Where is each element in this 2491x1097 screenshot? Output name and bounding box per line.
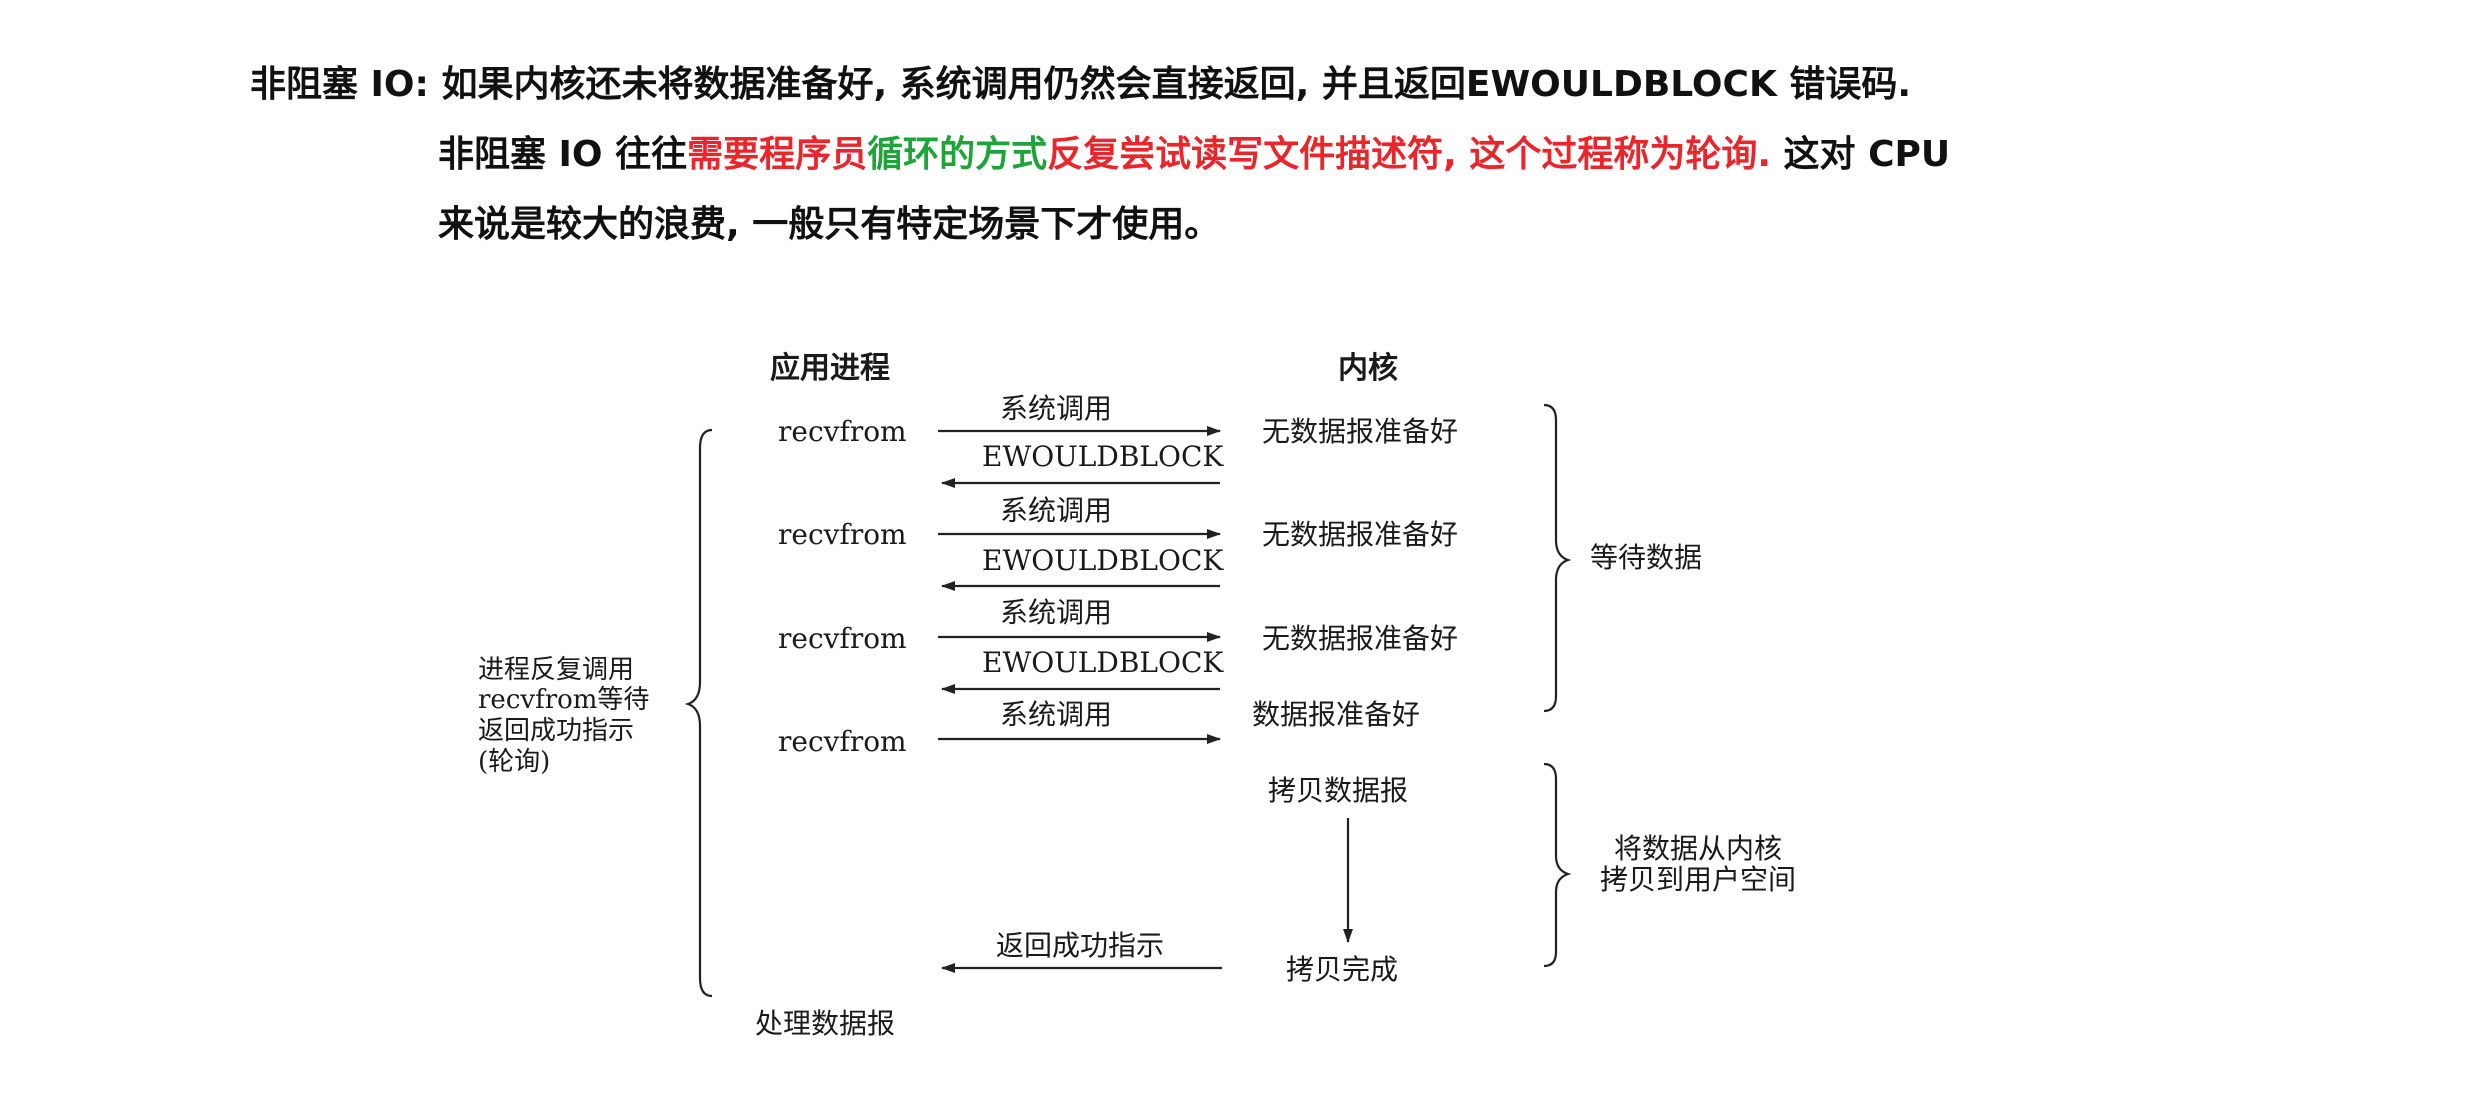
no-data-label-2: 无数据报准备好 <box>1262 518 1458 551</box>
left-brace <box>684 428 713 998</box>
intro-line-1: 非阻塞 IO: 如果内核还未将数据准备好, 系统调用仍然会直接返回, 并且返回E… <box>250 64 1912 105</box>
header-kernel: 内核 <box>1338 351 1398 386</box>
recvfrom-label-2: recvfrom <box>778 518 907 551</box>
left-note-line-3: 返回成功指示 <box>478 716 634 746</box>
return-success-label: 返回成功指示 <box>996 929 1164 962</box>
ewouldblock-label-2: EWOULDBLOCK <box>982 544 1224 577</box>
syscall-label-3: 系统调用 <box>1000 596 1112 629</box>
intro-line-3: 来说是较大的浪费, 一般只有特定场景下才使用。 <box>438 204 1221 245</box>
recvfrom-label-3: recvfrom <box>778 622 907 655</box>
ewouldblock-label-1: EWOULDBLOCK <box>982 440 1224 473</box>
process-datagram-label: 处理数据报 <box>755 1007 895 1040</box>
intro-line-2-part-a: 非阻塞 IO 往往 <box>438 134 688 175</box>
wait-data-brace <box>1543 403 1572 713</box>
ewouldblock-label-3: EWOULDBLOCK <box>982 646 1224 679</box>
left-note-line-2: recvfrom等待 <box>478 685 649 715</box>
recvfrom-label-1: recvfrom <box>778 415 907 448</box>
left-note-line-1: 进程反复调用 <box>478 655 634 685</box>
copy-to-user-label-1: 将数据从内核 <box>1614 832 1782 865</box>
intro-line-2-part-e: 这对 CPU <box>1771 134 1951 175</box>
wait-data-label: 等待数据 <box>1590 541 1702 574</box>
data-ready-label: 数据报准备好 <box>1252 698 1420 731</box>
intro-highlight-polling: 反复尝试读写文件描述符, 这个过程称为轮询. <box>1047 134 1771 175</box>
syscall-label-1: 系统调用 <box>1000 392 1112 425</box>
left-note-line-4: (轮询) <box>478 747 550 777</box>
copy-to-user-label-2: 拷贝到用户空间 <box>1600 863 1796 896</box>
copy-brace <box>1543 762 1572 968</box>
intro-text: 非阻塞 IO: 如果内核还未将数据准备好, 系统调用仍然会直接返回, 并且返回E… <box>250 50 2400 260</box>
copy-datagram-label: 拷贝数据报 <box>1268 774 1408 807</box>
header-app-process: 应用进程 <box>770 351 890 386</box>
recvfrom-label-4: recvfrom <box>778 725 907 758</box>
no-data-label-3: 无数据报准备好 <box>1262 622 1458 655</box>
intro-highlight-programmer: 需要程序员 <box>687 134 868 175</box>
copy-done-label: 拷贝完成 <box>1286 953 1398 986</box>
intro-line-2: 非阻塞 IO 往往需要程序员循环的方式反复尝试读写文件描述符, 这个过程称为轮询… <box>250 120 2400 190</box>
syscall-label-2: 系统调用 <box>1000 494 1112 527</box>
intro-highlight-loop: 循环的方式 <box>867 134 1048 175</box>
no-data-label-1: 无数据报准备好 <box>1262 415 1458 448</box>
syscall-label-4: 系统调用 <box>1000 698 1112 731</box>
